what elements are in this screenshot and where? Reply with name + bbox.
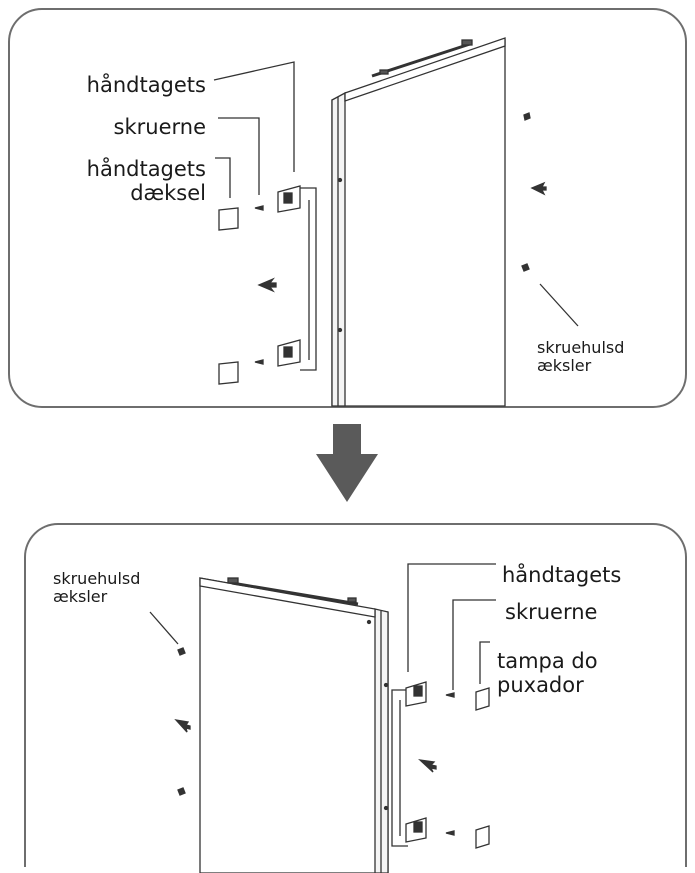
top-door [331, 37, 506, 407]
bottom-handle [391, 681, 427, 847]
bottom-label-handle-cover: tampa do puxador [497, 649, 598, 697]
bottom-label-cover-line1: tampa do [497, 649, 598, 673]
bottom-label-screws: skruerne [505, 600, 598, 624]
top-label-caps-line2: æksler [537, 355, 592, 375]
top-label-cover-line1: håndtagets [86, 157, 206, 181]
top-label-handle-cover: håndtagets dæksel [66, 157, 206, 205]
bottom-label-caps-line1: skruehulsd [53, 569, 141, 588]
down-arrow-icon [316, 424, 378, 502]
bottom-door [199, 577, 389, 873]
top-screws-and-covers [218, 112, 547, 385]
bottom-label-screw-caps: skruehulsd æksler [53, 570, 140, 606]
top-label-handle: håndtagets [86, 73, 206, 97]
bottom-label-cover-line2: puxador [497, 672, 584, 697]
bottom-label-caps-line2: æksler [53, 586, 108, 606]
bottom-leader-lines [149, 563, 496, 690]
top-label-cover-line2: dæksel [130, 180, 206, 205]
bottom-screws-and-covers [174, 647, 490, 849]
top-handle [277, 185, 317, 371]
top-label-screws: skruerne [113, 115, 206, 139]
bottom-label-handle: håndtagets [502, 563, 622, 587]
top-label-caps-line1: skruehulsd [537, 338, 625, 357]
top-label-screw-caps: skruehulsd æksler [537, 339, 624, 375]
top-leader-lines [213, 61, 579, 327]
